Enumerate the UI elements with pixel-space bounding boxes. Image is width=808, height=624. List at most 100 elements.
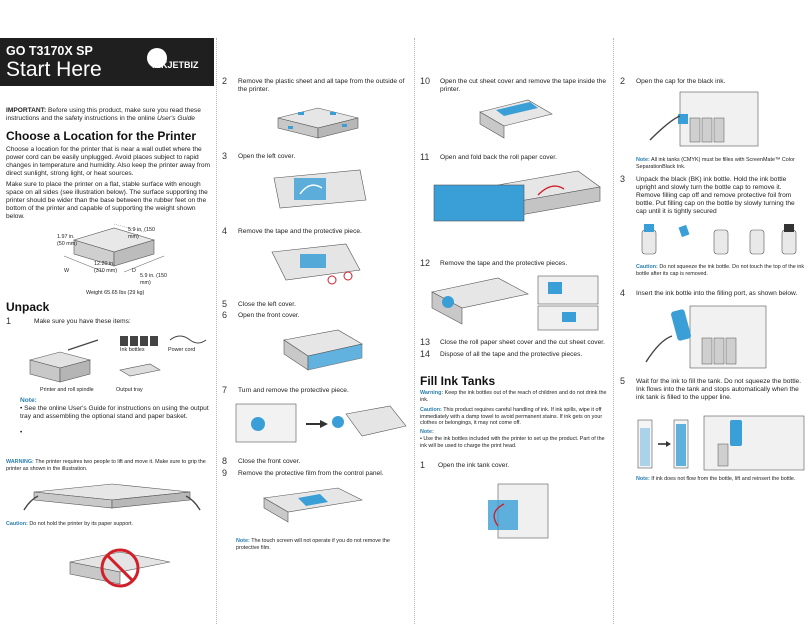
choose-location-para-2: Make sure to place the printer on a flat… (6, 181, 208, 220)
note-text: The touch screen will not operate if you… (236, 538, 390, 551)
step-number: 3 (620, 174, 626, 184)
ink-caution: Caution: This product requires careful h… (420, 407, 610, 427)
step-number: 2 (222, 76, 228, 86)
step-text: Open the front cover. (238, 312, 300, 319)
step-number: 4 (620, 288, 626, 298)
step-text: Insert the ink bottle into the filling p… (636, 290, 798, 297)
fill-ink-heading: Fill Ink Tanks (420, 374, 496, 388)
ink-warning: Warning: Keep the ink bottles out of the… (420, 390, 610, 403)
step-number: 5 (620, 376, 626, 386)
bottle-caution: Caution: Do not squeeze the ink bottle. … (636, 264, 806, 277)
two-person-lift-illustration (14, 476, 210, 516)
model-name: GO T3170X SP (6, 44, 93, 58)
turn-remove-piece-illustration (234, 400, 410, 448)
step-text: Open and fold back the roll paper cover. (440, 154, 557, 161)
control-panel-film-illustration (258, 484, 368, 524)
step-number: 7 (222, 385, 228, 395)
item-output-tray: Output tray (116, 387, 143, 393)
step-text: Open the cap for the black ink. (636, 78, 726, 85)
important-notice: IMPORTANT: Before using this product, ma… (6, 107, 212, 123)
cmyk-note: Note: All ink tanks (CMYK) must be fille… (636, 157, 806, 170)
note-label: Note: (636, 476, 650, 482)
step-number: 5 (222, 299, 228, 309)
column-divider (414, 38, 415, 624)
step-text: Remove the tape and the protective piece… (238, 228, 362, 235)
note-label: Note: (20, 397, 37, 404)
step-number: 14 (420, 349, 431, 359)
brand-logo: INKJETBIZ (152, 60, 199, 70)
step-number: 8 (222, 456, 228, 466)
ink-note-label: Note: (420, 429, 434, 435)
step-number: 11 (420, 152, 430, 162)
note-label: Note: (636, 157, 650, 163)
item-ink-bottles: Ink bottles (120, 347, 145, 353)
note-bullet-2: • (20, 429, 23, 436)
warning-text: The printer requires two people to lift … (6, 459, 206, 472)
note-bullet-text: See the online User's Guide for instruct… (20, 405, 209, 420)
bullet-icon: • (20, 405, 23, 412)
touchscreen-note: Note: The touch screen will not operate … (236, 538, 410, 551)
open-cap-illustration (640, 90, 760, 150)
step-number: 10 (420, 76, 431, 86)
ink-tank-cover-illustration (478, 480, 552, 542)
step-text: Dispose of all the tape and the protecti… (440, 351, 583, 358)
step-text: Open the ink tank cover. (438, 462, 510, 469)
step-number: 9 (222, 468, 228, 478)
column-divider (216, 38, 217, 624)
note-text: Use the ink bottles included with the pr… (420, 436, 605, 449)
note-label: Note: (236, 538, 250, 544)
prohibited-grip-illustration (60, 532, 180, 594)
step-text: Wait for the ink to fill the tank. Do no… (636, 378, 802, 401)
note-text: All ink tanks (CMYK) must be filles with… (636, 157, 795, 170)
users-guide-link[interactable]: User's Guide (157, 115, 195, 122)
step-text: Open the left cover. (238, 153, 296, 160)
note-text: If ink does not flow from the bottle, li… (651, 476, 796, 482)
step-text: Make sure you have these items: (34, 318, 131, 325)
step-text: Close the front cover. (238, 458, 301, 465)
caution-paper-support: Caution: Do not hold the printer by its … (6, 521, 212, 528)
warning-lift: WARNING: The printer requires two people… (6, 459, 212, 472)
logo-icon (147, 48, 167, 68)
cut-sheet-cover-illustration (476, 96, 556, 142)
step-number: 2 (620, 76, 626, 86)
caution-label: Caution: (6, 521, 28, 527)
caution-text: Do not hold the printer by its paper sup… (29, 521, 134, 527)
note-bullet-1: • See the online User's Guide for instru… (20, 405, 212, 421)
step-number: 12 (420, 258, 431, 268)
ink-filling-illustration (634, 414, 806, 472)
bullet-icon: • (420, 436, 422, 442)
caution-label: Caution: (420, 407, 442, 413)
step-number: 1 (420, 460, 426, 470)
fold-roll-cover-illustration (428, 165, 604, 229)
bottle-cap-sequence-illustration (634, 220, 806, 256)
title-banner (0, 38, 214, 86)
open-left-cover-illustration (270, 164, 370, 212)
clearance-width: 12.20 in. (310 mm) (94, 261, 118, 274)
item-power-cord: Power cord (168, 347, 196, 353)
step-number: 4 (222, 226, 228, 236)
printer-weight: Weight 65.65 lbs (29 kg) (86, 290, 145, 296)
remove-protective-piece-illustration (266, 240, 366, 288)
step-text: Turn and remove the protective piece. (238, 387, 349, 394)
open-front-cover-illustration (278, 326, 368, 376)
label-d: D (132, 268, 136, 274)
step-number: 6 (222, 310, 228, 320)
caution-text: Do not squeeze the ink bottle. Do not to… (636, 264, 805, 277)
unpack-heading: Unpack (6, 300, 50, 314)
step-text: Remove the protective film from the cont… (238, 470, 384, 477)
clearance-left: 1.97 in. (50 mm) (57, 234, 78, 247)
insert-bottle-illustration (638, 304, 768, 370)
warning-label: Warning: (420, 390, 444, 396)
caution-text: This product requires careful handling o… (420, 407, 603, 427)
remove-tape-illustration (268, 98, 368, 144)
step-text: Open the cut sheet cover and remove the … (440, 78, 607, 93)
ink-note: • Use the ink bottles included with the … (420, 436, 610, 449)
remove-pieces-illustration (428, 272, 604, 332)
step-number: 1 (6, 316, 12, 326)
step-text: Close the roll paper sheet cover and the… (440, 339, 605, 346)
page-title: Start Here (6, 58, 102, 81)
choose-location-para-1: Choose a location for the printer that i… (6, 146, 211, 177)
item-printer-spindle: Printer and roll spindle (40, 387, 94, 393)
important-text: Before using this product, make sure you… (6, 107, 201, 122)
